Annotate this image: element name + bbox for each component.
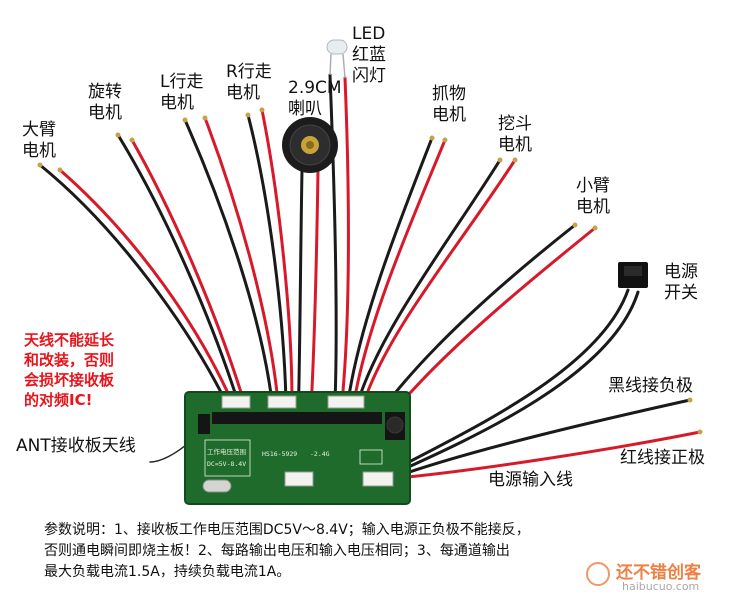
label-power-switch: 电源 开关 <box>664 262 698 303</box>
power-red-wire <box>396 430 702 480</box>
speaker-component <box>282 117 338 173</box>
label-r-walk-motor: R行走 电机 <box>226 62 272 103</box>
label-power-input: 电源输入线 <box>488 470 573 490</box>
label-rotate-motor: 旋转 电机 <box>88 82 122 123</box>
label-red-wire: 红线接正极 <box>620 448 705 468</box>
label-speaker: 2.9CM 喇叭 <box>288 78 342 119</box>
label-small-arm-motor: 小臂 电机 <box>576 176 610 217</box>
l-walk-wire-black <box>183 118 274 404</box>
led-wire-black <box>328 73 338 404</box>
pcb-freq-text: -2.4G <box>310 450 330 458</box>
power-black-wire <box>390 398 692 480</box>
receiver-board: HS16-5929 -2.4G 工作电压范围 DC=5V-8.4V <box>184 391 411 505</box>
led-wire-red <box>340 76 350 404</box>
pcb-model-text: HS16-5929 <box>262 450 297 458</box>
r-walk-wire-red <box>260 108 294 404</box>
watermark: 还不错创客 haibucuo.com <box>586 556 746 598</box>
dig-wire-red <box>362 158 517 404</box>
dig-wire-black <box>356 158 502 404</box>
label-grab-motor: 抓物 电机 <box>432 84 466 125</box>
label-antenna: ANT接收板天线 <box>16 436 136 456</box>
led-component <box>326 39 348 79</box>
pcb-voltage-title: 工作电压范围 <box>207 447 246 456</box>
label-black-wire: 黑线接负极 <box>608 376 693 396</box>
rotate-wire-red <box>130 138 246 404</box>
label-dig-motor: 挖斗 电机 <box>498 114 532 155</box>
warning-text: 天线不能延长 和改装，否则 会损坏接收板 的对频IC! <box>24 331 115 409</box>
switch-wire-red <box>382 290 640 480</box>
rotate-wire-black <box>116 133 240 404</box>
big-arm-wire-red <box>58 168 234 404</box>
switch-wire-black <box>376 288 630 480</box>
label-l-walk-motor: L行走 电机 <box>160 72 204 113</box>
spec-note: 参数说明：1、接收板工作电压范围DC5V～8.4V；输入电源正负极不能接反， 否… <box>44 522 530 580</box>
grab-wire-black <box>346 136 434 404</box>
label-big-arm-motor: 大臂 电机 <box>22 120 56 161</box>
power-switch-component <box>618 262 648 288</box>
watermark-logo-icon <box>586 562 610 586</box>
watermark-brand: 还不错创客 <box>616 563 701 583</box>
r-walk-wire-black <box>246 113 288 404</box>
wire-tips <box>37 107 703 435</box>
motor-wires <box>38 73 702 480</box>
watermark-url: haibucuo.com <box>622 580 700 593</box>
l-walk-wire-red <box>203 116 280 404</box>
big-arm-wire-black <box>38 163 228 404</box>
label-led: LED 红蓝 闪灯 <box>352 24 386 86</box>
grab-wire-red <box>352 138 447 404</box>
pcb-voltage-range: DC=5V-8.4V <box>207 460 246 468</box>
